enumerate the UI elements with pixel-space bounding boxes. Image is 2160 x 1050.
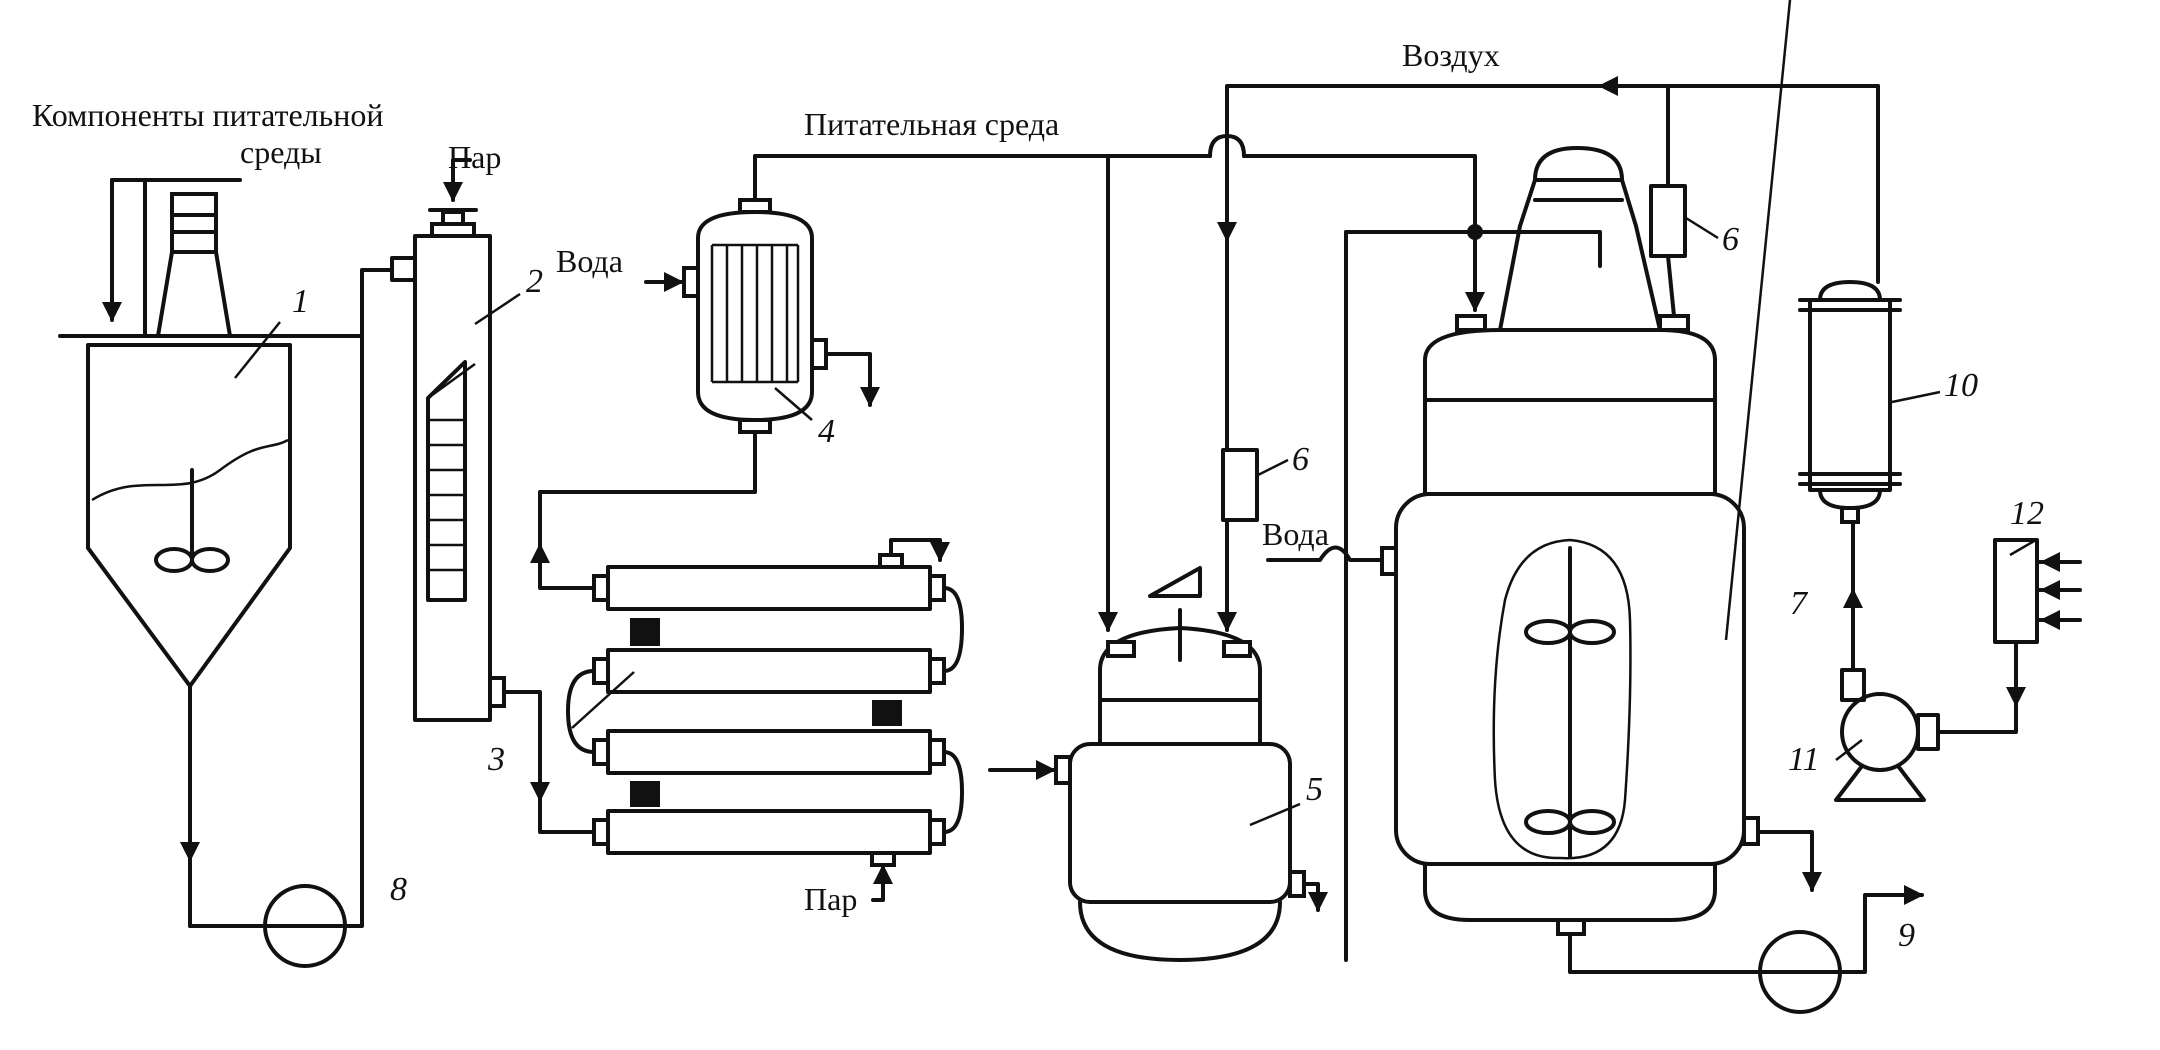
piping xyxy=(102,76,2082,974)
number-2: 2 xyxy=(526,263,543,300)
number-5: 5 xyxy=(1306,771,1323,808)
components-label-line2: среды xyxy=(240,134,322,170)
nutrient-medium-label: Питательная среда xyxy=(804,106,1059,142)
number-6-left: 6 xyxy=(1292,441,1309,478)
number-4: 4 xyxy=(818,413,835,450)
number-8: 8 xyxy=(390,871,407,908)
vessel-5 xyxy=(1054,566,1306,962)
number-6-right: 6 xyxy=(1722,221,1739,258)
steam-label-column: Пар xyxy=(448,139,501,175)
mixing-tank-1 xyxy=(58,192,362,688)
filter-6-right xyxy=(1649,184,1687,258)
leader-lines xyxy=(234,0,2037,827)
components-label-line1: Компоненты питательной xyxy=(32,97,383,133)
number-3: 3 xyxy=(487,741,505,778)
number-7: 7 xyxy=(1790,585,1809,622)
cooler-4 xyxy=(682,198,828,434)
water-label-cooler: Вода xyxy=(556,243,623,279)
pump-8 xyxy=(188,884,347,968)
water-label-fermenter: Вода xyxy=(1262,516,1329,552)
number-11: 11 xyxy=(1788,741,1819,778)
number-1: 1 xyxy=(292,283,309,320)
pump-9 xyxy=(1758,930,1842,1014)
filter-6-left xyxy=(1221,448,1259,522)
number-12: 12 xyxy=(2010,495,2044,532)
steam-label-exchanger: Пар xyxy=(804,881,857,917)
number-10: 10 xyxy=(1944,367,1978,404)
number-9: 9 xyxy=(1898,917,1915,954)
fermenter-7 xyxy=(1380,146,1760,936)
air-label: Воздух xyxy=(1402,37,1500,73)
heat-exchanger-3 xyxy=(566,538,964,902)
column-2 xyxy=(390,208,506,722)
compressor-11 xyxy=(1834,668,1940,802)
intake-filter-12 xyxy=(1993,538,2042,644)
air-filter-10 xyxy=(1798,280,1902,524)
